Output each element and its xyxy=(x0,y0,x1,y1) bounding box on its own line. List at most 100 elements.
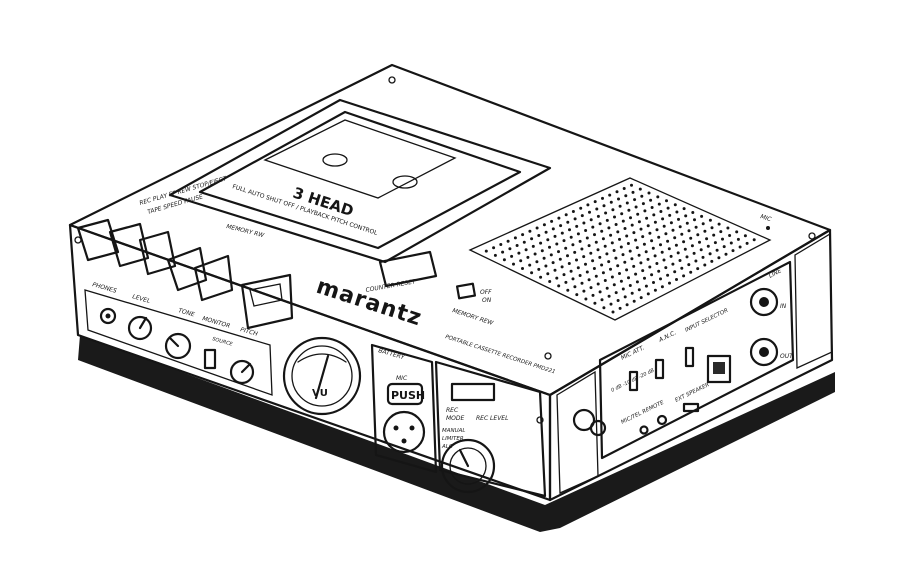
speaker-hole xyxy=(729,241,733,245)
speaker-hole xyxy=(602,306,606,310)
tone-knob[interactable] xyxy=(164,332,192,360)
speaker-hole xyxy=(637,220,641,224)
speaker-hole xyxy=(595,207,599,211)
rec-key[interactable] xyxy=(76,218,120,262)
speaker-hole xyxy=(610,241,614,245)
speaker-hole xyxy=(623,227,627,230)
speaker-hole xyxy=(600,298,604,302)
speaker-hole xyxy=(685,221,689,225)
speaker-hole xyxy=(632,299,636,303)
ff-key[interactable] xyxy=(138,230,177,276)
speaker-hole xyxy=(682,207,686,211)
speaker-hole xyxy=(682,240,686,244)
speaker-hole xyxy=(627,276,630,280)
ext-speaker-switch[interactable] xyxy=(682,402,700,413)
memory-rew-button[interactable] xyxy=(455,282,477,300)
phones-jack[interactable] xyxy=(99,307,117,325)
deck-strip-label-3: MEMORY RW xyxy=(226,223,266,239)
speaker-hole xyxy=(699,248,703,252)
speaker-hole xyxy=(644,250,648,254)
speaker-hole xyxy=(717,256,721,260)
speaker-hole xyxy=(657,235,661,239)
speaker-hole xyxy=(626,242,630,245)
speaker-hole xyxy=(646,257,650,261)
speaker-hole xyxy=(594,274,598,278)
speaker-hole xyxy=(548,245,551,249)
speaker-hole xyxy=(608,193,612,197)
speaker-hole xyxy=(666,206,670,210)
speaker-hole xyxy=(513,236,517,240)
speaker-hole xyxy=(642,242,646,246)
speaker-hole xyxy=(564,213,568,217)
speaker-hole xyxy=(578,239,582,243)
battery-label: BATTERY xyxy=(377,347,406,361)
ext-speaker-jack[interactable] xyxy=(639,425,649,435)
speaker-hole xyxy=(662,258,666,262)
mic-att-switch[interactable] xyxy=(628,370,639,392)
line-in-jack[interactable] xyxy=(749,287,779,317)
speaker-hole xyxy=(632,231,636,235)
speaker-hole xyxy=(669,254,673,258)
speaker-hole xyxy=(675,278,678,281)
line-out-jack[interactable] xyxy=(749,337,779,367)
anc-switch[interactable] xyxy=(654,358,665,380)
xlr-mic-input[interactable] xyxy=(382,410,426,454)
rec-level-knob-pointer xyxy=(458,448,470,468)
speaker-hole xyxy=(690,244,694,248)
speaker-hole xyxy=(691,211,695,214)
level-knob[interactable] xyxy=(127,315,153,341)
speaker-grille xyxy=(468,177,772,321)
mic-tel-remote-jack[interactable] xyxy=(656,414,668,426)
speaker-hole xyxy=(633,198,637,202)
speaker-hole xyxy=(660,285,664,289)
ext-speaker-label: EXT SPEAKER xyxy=(674,382,710,404)
level-label: LEVEL xyxy=(131,293,151,305)
speaker-hole xyxy=(591,225,595,229)
rew-key[interactable] xyxy=(166,246,208,292)
stop-key[interactable] xyxy=(193,254,234,302)
speaker-hole xyxy=(580,281,584,285)
speaker-hole xyxy=(537,234,541,237)
speaker-hole xyxy=(600,229,604,233)
alc-label: ALC xyxy=(441,444,453,450)
memory-rew-label: MEMORY REW xyxy=(451,307,495,327)
rec-label: REC xyxy=(446,407,459,414)
speaker-hole xyxy=(650,273,654,277)
monitor-switch[interactable] xyxy=(203,348,217,370)
telephone-jack[interactable] xyxy=(706,354,732,384)
speaker-hole xyxy=(629,216,632,220)
speaker-hole xyxy=(659,243,662,247)
monitor-label: MONITOR xyxy=(201,315,231,330)
speaker-hole xyxy=(618,204,622,208)
speaker-hole xyxy=(604,211,608,215)
input-selector-switch[interactable] xyxy=(684,346,695,368)
reel-left xyxy=(322,153,348,167)
speaker-hole xyxy=(605,218,609,222)
speaker-hole xyxy=(531,244,535,248)
speaker-hole xyxy=(522,240,526,244)
speaker-hole xyxy=(689,270,693,274)
speaker-hole xyxy=(659,210,663,213)
speaker-hole xyxy=(680,232,684,236)
top-mic-label: MIC xyxy=(759,213,773,223)
rec-mode-switch[interactable] xyxy=(450,382,496,402)
speaker-hole xyxy=(671,228,675,232)
line-label: LINE xyxy=(768,267,783,280)
rec-level-knob[interactable] xyxy=(440,438,496,494)
speaker-hole xyxy=(553,234,557,238)
tone-knob-pointer xyxy=(168,336,180,348)
speaker-hole xyxy=(610,275,614,279)
xlr-pin-2 xyxy=(409,425,415,431)
speaker-hole xyxy=(573,217,577,221)
speaker-hole xyxy=(499,243,503,246)
play-key[interactable] xyxy=(108,222,150,268)
push-button[interactable] xyxy=(386,382,424,406)
speaker-hole xyxy=(539,275,543,279)
speaker-hole xyxy=(546,272,550,276)
pitch-knob[interactable] xyxy=(229,359,255,385)
pause-key[interactable] xyxy=(240,273,294,330)
speaker-hole xyxy=(582,221,586,225)
speaker-hole xyxy=(632,264,636,268)
speaker-hole xyxy=(651,246,655,250)
